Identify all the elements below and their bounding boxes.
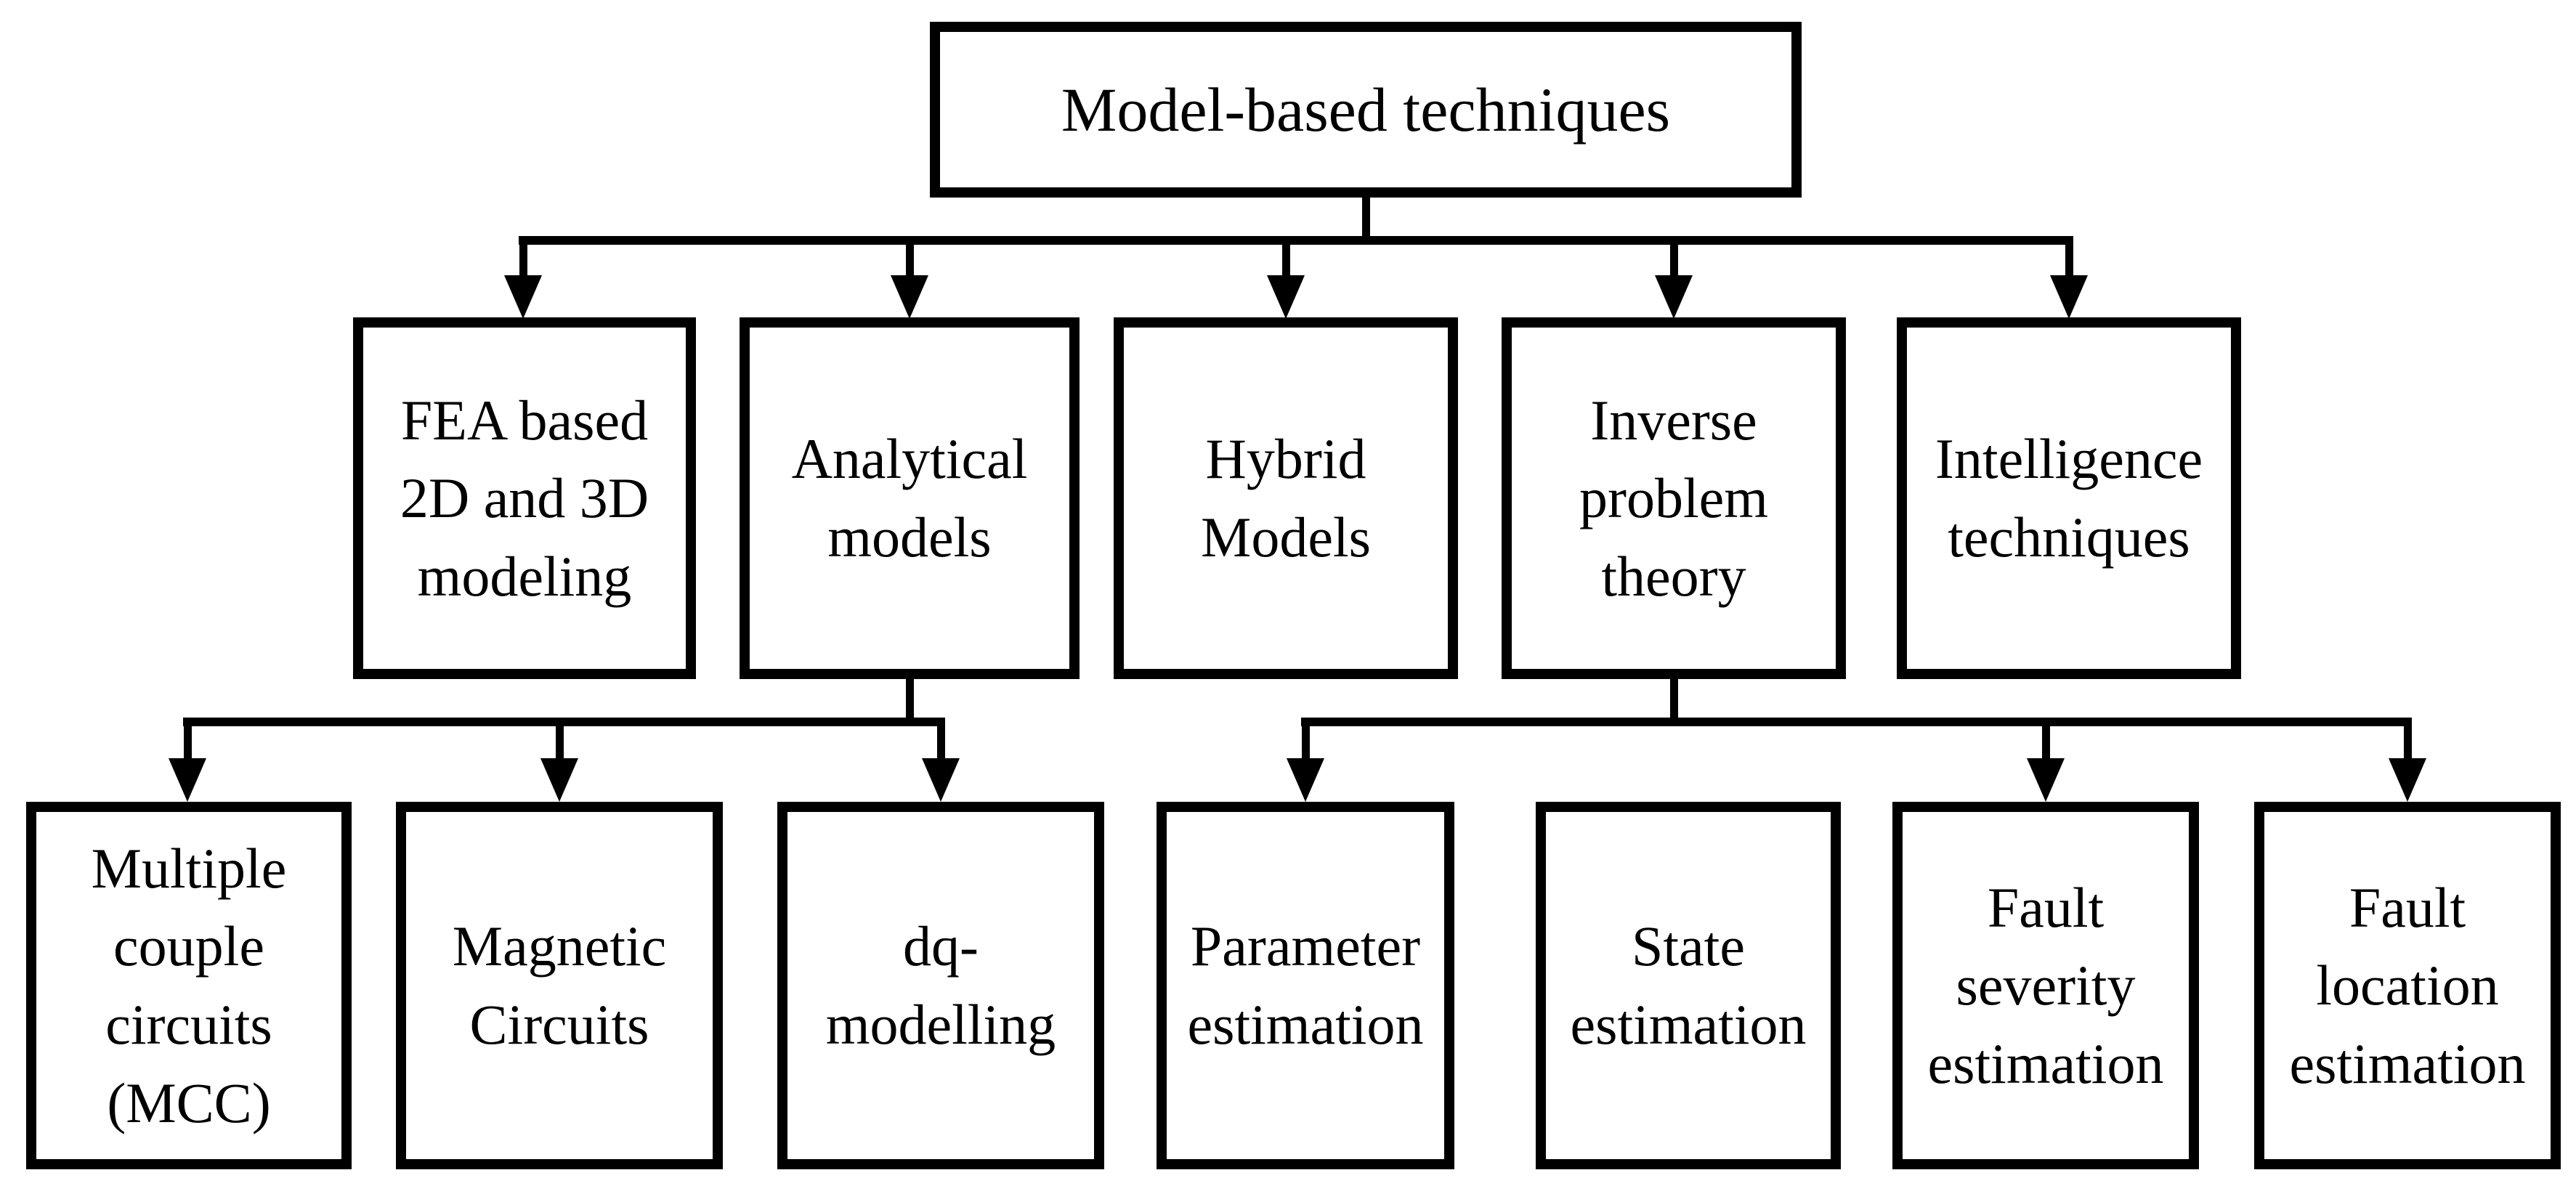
node-label-line: estimation xyxy=(1187,993,1424,1056)
node-intelligence-techniques: Intelligence techniques xyxy=(1897,317,2241,679)
node-label-line: Hybrid xyxy=(1205,427,1366,491)
node-label-line: Model-based techniques xyxy=(1061,74,1671,145)
arrow-down-icon-analytical xyxy=(891,275,928,319)
arrow-down-icon-parameter xyxy=(1287,758,1324,802)
node-label-line: (MCC) xyxy=(107,1071,271,1134)
node-label-line: State xyxy=(1632,914,1745,978)
node-label-line: modelling xyxy=(825,993,1056,1056)
node-label-line: estimation xyxy=(1927,1031,2164,1095)
connector-inverse-stem xyxy=(1670,674,1678,722)
node-label-line: Inverse xyxy=(1590,388,1757,452)
connector-stem-dq xyxy=(937,726,945,761)
node-model-based-techniques: Model-based techniques xyxy=(930,22,1802,198)
connector-stem-location xyxy=(2404,726,2412,761)
arrow-down-icon-hybrid xyxy=(1267,275,1305,319)
node-label-line: modeling xyxy=(417,544,632,608)
arrow-down-icon-mcc xyxy=(169,758,206,802)
node-label-line: Fault xyxy=(2349,875,2466,939)
node-label-line: theory xyxy=(1601,544,1746,608)
arrow-down-icon-dq xyxy=(922,758,960,802)
node-label-line: Circuits xyxy=(469,993,649,1056)
node-label-line: Models xyxy=(1201,505,1371,569)
connector-level2-rail xyxy=(519,236,2073,245)
node-label-line: Fault xyxy=(1987,875,2105,939)
node-fault-severity-estimation: Fault severity estimation xyxy=(1892,802,2199,1169)
node-label-line: location xyxy=(2316,954,2499,1018)
node-label-line: Multiple xyxy=(91,836,287,900)
node-label-line: couple xyxy=(113,914,264,978)
node-label-line: techniques xyxy=(1948,505,2190,569)
node-label-line: Parameter xyxy=(1190,914,1421,978)
node-fault-location-estimation: Fault location estimation xyxy=(2254,802,2561,1169)
connector-analytical-rail xyxy=(183,718,945,726)
arrow-down-icon-magnetic xyxy=(540,758,578,802)
node-analytical-models: Analytical models xyxy=(740,317,1080,679)
arrow-down-icon-fea xyxy=(504,275,542,319)
connector-stem-severity xyxy=(2042,726,2050,761)
arrow-down-icon-severity xyxy=(2027,758,2065,802)
node-state-estimation: State estimation xyxy=(1536,802,1841,1169)
connector-analytical-stem xyxy=(906,674,914,722)
connector-inverse-rail xyxy=(1301,718,2412,726)
node-label-line: 2D and 3D xyxy=(400,466,649,530)
node-label-line: circuits xyxy=(105,993,272,1056)
node-magnetic-circuits: Magnetic Circuits xyxy=(396,802,723,1169)
node-label-line: Magnetic xyxy=(452,914,667,978)
node-hybrid-models: Hybrid Models xyxy=(1114,317,1458,679)
connector-stem-intelligence xyxy=(2065,245,2073,280)
node-parameter-estimation: Parameter estimation xyxy=(1157,802,1454,1169)
node-label-line: Intelligence xyxy=(1935,427,2203,491)
connector-stem-parameter xyxy=(1302,726,1310,761)
node-dq-modelling: dq- modelling xyxy=(777,802,1104,1169)
node-label-line: estimation xyxy=(2289,1031,2526,1095)
arrow-down-icon-intelligence xyxy=(2050,275,2088,319)
connector-stem-hybrid xyxy=(1282,245,1290,280)
node-multiple-couple-circuits: Multiple couple circuits (MCC) xyxy=(26,802,352,1169)
node-label-line: Analytical xyxy=(791,427,1028,491)
connector-root-stem xyxy=(1362,196,1370,245)
arrow-down-icon-location xyxy=(2389,758,2426,802)
node-label-line: estimation xyxy=(1570,993,1807,1056)
node-label-line: problem xyxy=(1579,466,1768,530)
node-label-line: models xyxy=(827,505,992,569)
connector-stem-inverse xyxy=(1670,245,1678,280)
arrow-down-icon-inverse xyxy=(1655,275,1693,319)
connector-stem-fea xyxy=(519,245,527,280)
connector-stem-magnetic xyxy=(556,726,564,761)
connector-stem-analytical xyxy=(906,245,914,280)
node-label-line: FEA based xyxy=(400,388,649,452)
node-fea-2d-3d-modeling: FEA based 2D and 3D modeling xyxy=(353,317,696,679)
node-label-line: dq- xyxy=(903,914,979,978)
connector-stem-mcc xyxy=(184,726,192,761)
node-inverse-problem-theory: Inverse problem theory xyxy=(1502,317,1846,679)
node-label-line: severity xyxy=(1956,954,2136,1018)
